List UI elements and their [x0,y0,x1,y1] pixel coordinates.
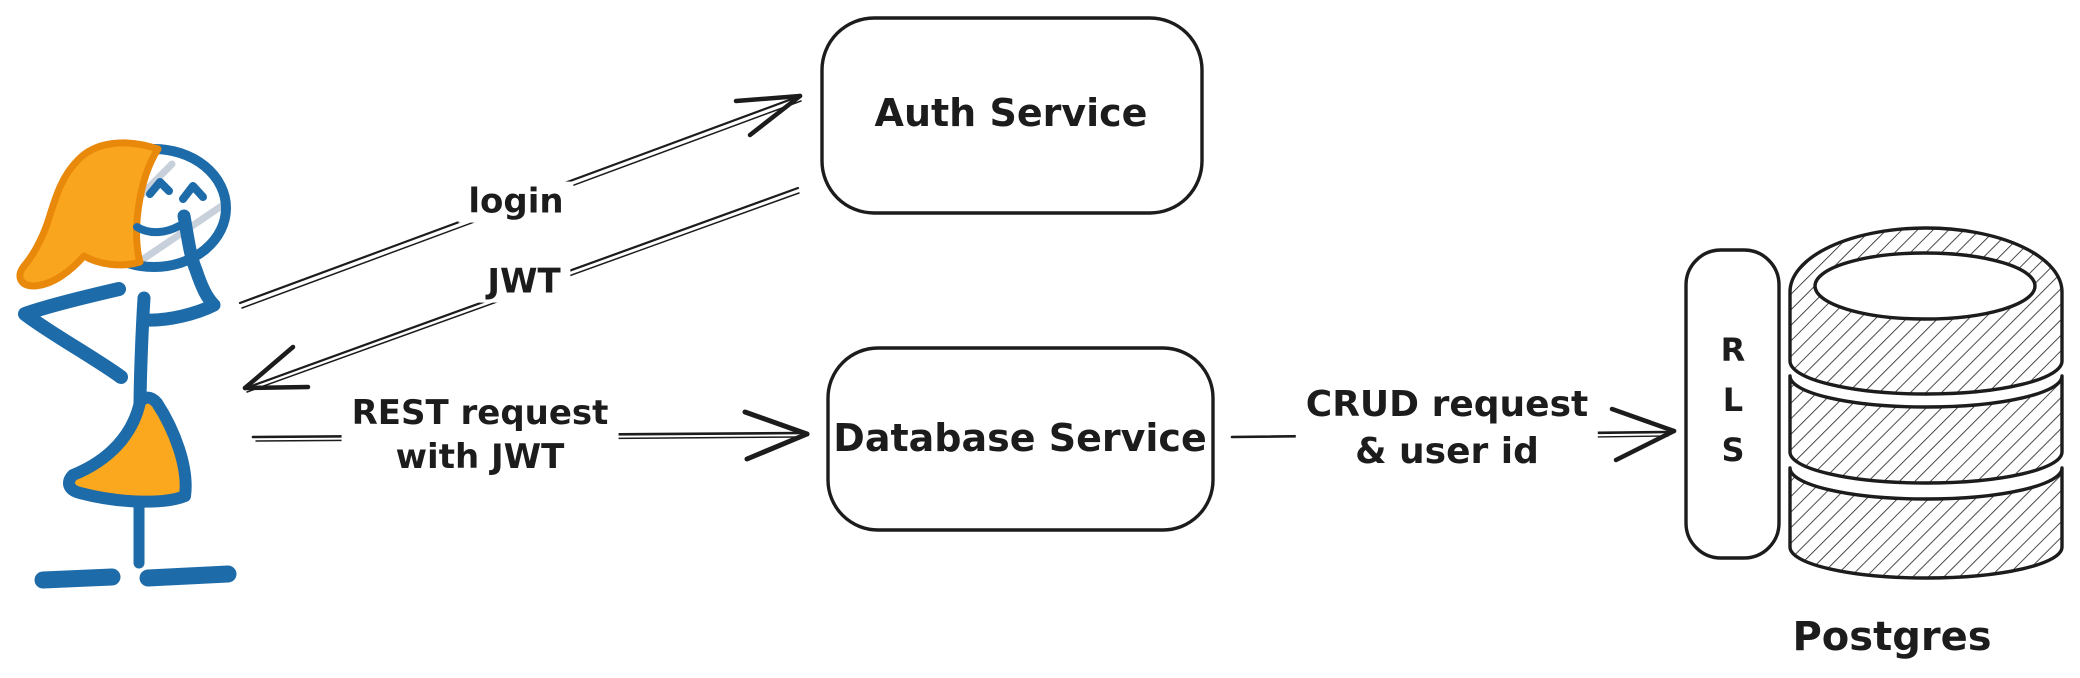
postgres-label: Postgres [1792,614,1992,660]
crud-arrow-label-line2: & user id [1355,431,1539,472]
rest-arrow-label: REST request with JWT [341,391,619,479]
rls-letter-l: L [1722,381,1744,419]
user-smile [133,222,183,237]
arrowhead [733,93,803,104]
rls-letter-r: R [1720,331,1746,369]
arrowhead [242,384,311,391]
rls-letter-s: S [1721,431,1745,469]
user-foot-left [34,568,121,589]
user-figure [16,139,237,589]
database-service-label: Database Service [833,416,1207,461]
arrowhead [742,409,810,437]
user-foot-right [139,565,237,587]
user-arm-left [18,282,128,384]
jwt-arrow-label: JWT [477,261,571,303]
postgres-db-icon [1788,226,2064,580]
arrowhead [1613,428,1677,463]
db-top-opening [1813,251,2037,321]
rest-arrow-label-line2: with JWT [395,437,565,477]
rls-label: R L S [1721,325,1746,475]
crud-arrow-label: CRUD request & user id [1295,381,1599,475]
arrowhead [747,93,803,138]
crud-arrow-label-line1: CRUD request [1305,384,1589,425]
rest-arrow-label-line1: REST request [351,393,609,433]
db-disk-bottom [1788,466,2064,580]
arrowhead [1609,406,1677,434]
auth-service-label: Auth Service [874,91,1148,136]
db-disk-middle [1788,374,2064,485]
user-arm-right [139,209,221,327]
database-service-box [826,346,1215,532]
user-hair [16,139,162,290]
login-arrow-label: login [458,181,574,223]
user-eye-left [146,178,173,198]
arrowhead [744,431,810,462]
user-dress [63,391,192,508]
user-eye-right [179,182,207,203]
rls-box [1684,248,1781,560]
face-glare-line [129,199,230,270]
arrowhead [242,344,296,391]
auth-service-box [820,16,1204,215]
